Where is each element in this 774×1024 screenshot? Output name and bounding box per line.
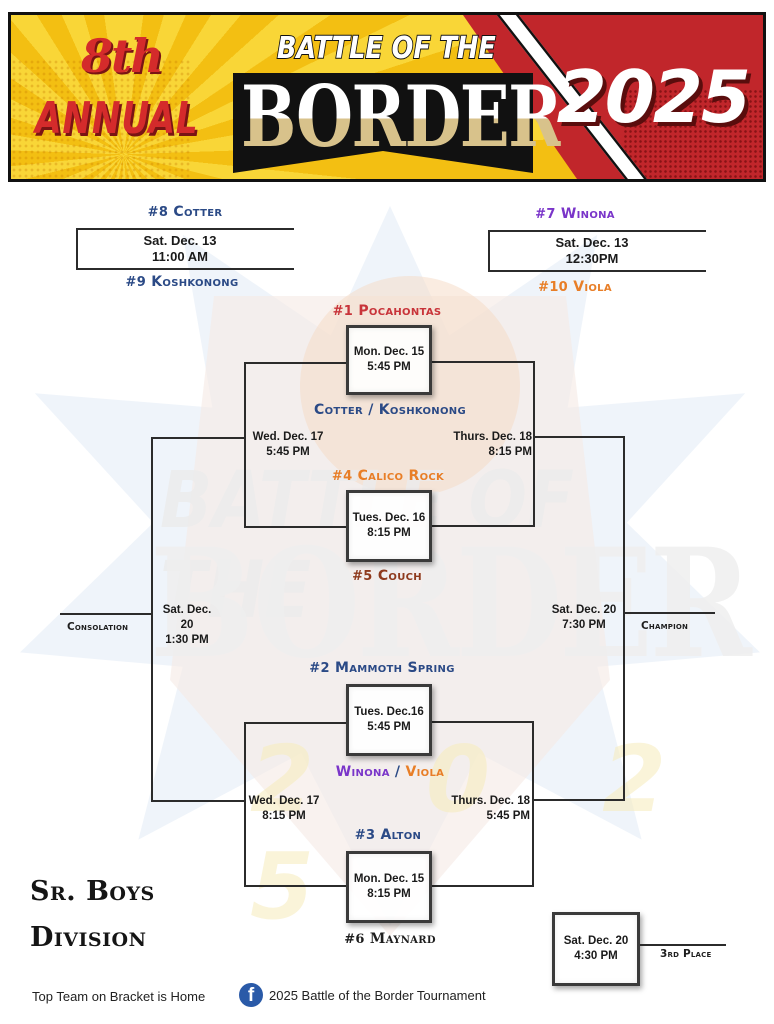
edition-label: 8th — [81, 29, 164, 83]
bracket-line — [488, 230, 490, 272]
bracket-line — [76, 228, 294, 230]
game-box-alton: Mon. Dec. 15 8:15 PM — [346, 851, 432, 923]
bracket-line — [430, 525, 535, 527]
title-main: BORDER — [241, 67, 563, 166]
division-title-line2: Division — [30, 922, 147, 953]
team-label-koshkonong: #9 Koshkonong — [125, 274, 239, 290]
title-top: BATTLE OF THE — [276, 30, 496, 67]
facebook-page-name: 2025 Battle of the Border Tournament — [269, 987, 486, 1003]
bracket-line — [640, 944, 726, 946]
bracket-line — [488, 230, 706, 232]
team-label-winona-viola: Winona / Viola — [335, 764, 445, 780]
team-label-viola: #10 Viola — [538, 279, 612, 295]
team-label-maynard: #6 Maynard — [344, 931, 436, 947]
bracket-line — [488, 270, 706, 272]
consolation-label: Consolation — [67, 621, 129, 633]
bracket-line — [151, 800, 245, 802]
bracket-line — [532, 799, 625, 801]
bracket-line — [533, 436, 625, 438]
team-label-pocahontas: #1 Pocahontas — [332, 303, 442, 319]
bracket-line — [623, 436, 625, 801]
division-title-line1: Sr. Boys — [30, 876, 155, 907]
bracket-line — [76, 268, 294, 270]
halftone-pattern — [623, 89, 763, 179]
bracket-line — [533, 361, 535, 527]
bracket-line — [430, 721, 534, 723]
bracket-line — [244, 722, 246, 887]
team-label-cotter: #8 Cotter — [147, 204, 223, 220]
team-label-mammoth-spring: #2 Mammoth Spring — [309, 660, 455, 676]
halftone-pattern — [11, 59, 191, 179]
header-banner: 8th ANNUAL BATTLE OF THE BORDER 2025 — [8, 12, 766, 182]
bracket-line — [244, 526, 348, 528]
bracket-line — [623, 612, 715, 614]
year-label: 2025 — [556, 55, 751, 139]
game-box-third-place: Sat. Dec. 20 4:30 PM — [552, 912, 640, 986]
team-label-cotter-koshkonong: Cotter / Koshkonong — [314, 402, 466, 418]
facebook-page-link[interactable]: f 2025 Battle of the Border Tournament — [239, 983, 486, 1007]
bracket-line — [532, 721, 534, 887]
bracket-line — [244, 362, 348, 364]
home-team-note: Top Team on Bracket is Home — [32, 989, 206, 1004]
annual-label: ANNUAL — [35, 93, 199, 144]
third-place-label: 3rd Place — [660, 948, 712, 960]
bracket-line — [76, 228, 78, 270]
facebook-icon: f — [239, 983, 263, 1007]
bracket-line — [244, 722, 348, 724]
bracket-line — [60, 613, 152, 615]
bracket-line — [430, 885, 534, 887]
team-label-couch: #5 Couch — [352, 568, 422, 584]
bracket-line — [430, 361, 535, 363]
bracket-line — [244, 885, 348, 887]
bracket-line — [151, 437, 245, 439]
game-box-mammoth-spring: Tues. Dec.16 5:45 PM — [346, 684, 432, 756]
game-box-calico-rock: Tues. Dec. 16 8:15 PM — [346, 490, 432, 562]
bracket-line — [244, 362, 246, 528]
team-label-winona: #7 Winona — [535, 206, 615, 222]
team-label-calico-rock: #4 Calico Rock — [331, 468, 445, 484]
team-label-alton: #3 Alton — [354, 827, 422, 843]
bracket-line — [151, 437, 153, 802]
game-box-pocahontas: Mon. Dec. 15 5:45 PM — [346, 325, 432, 395]
champion-label: Champion — [641, 620, 689, 632]
